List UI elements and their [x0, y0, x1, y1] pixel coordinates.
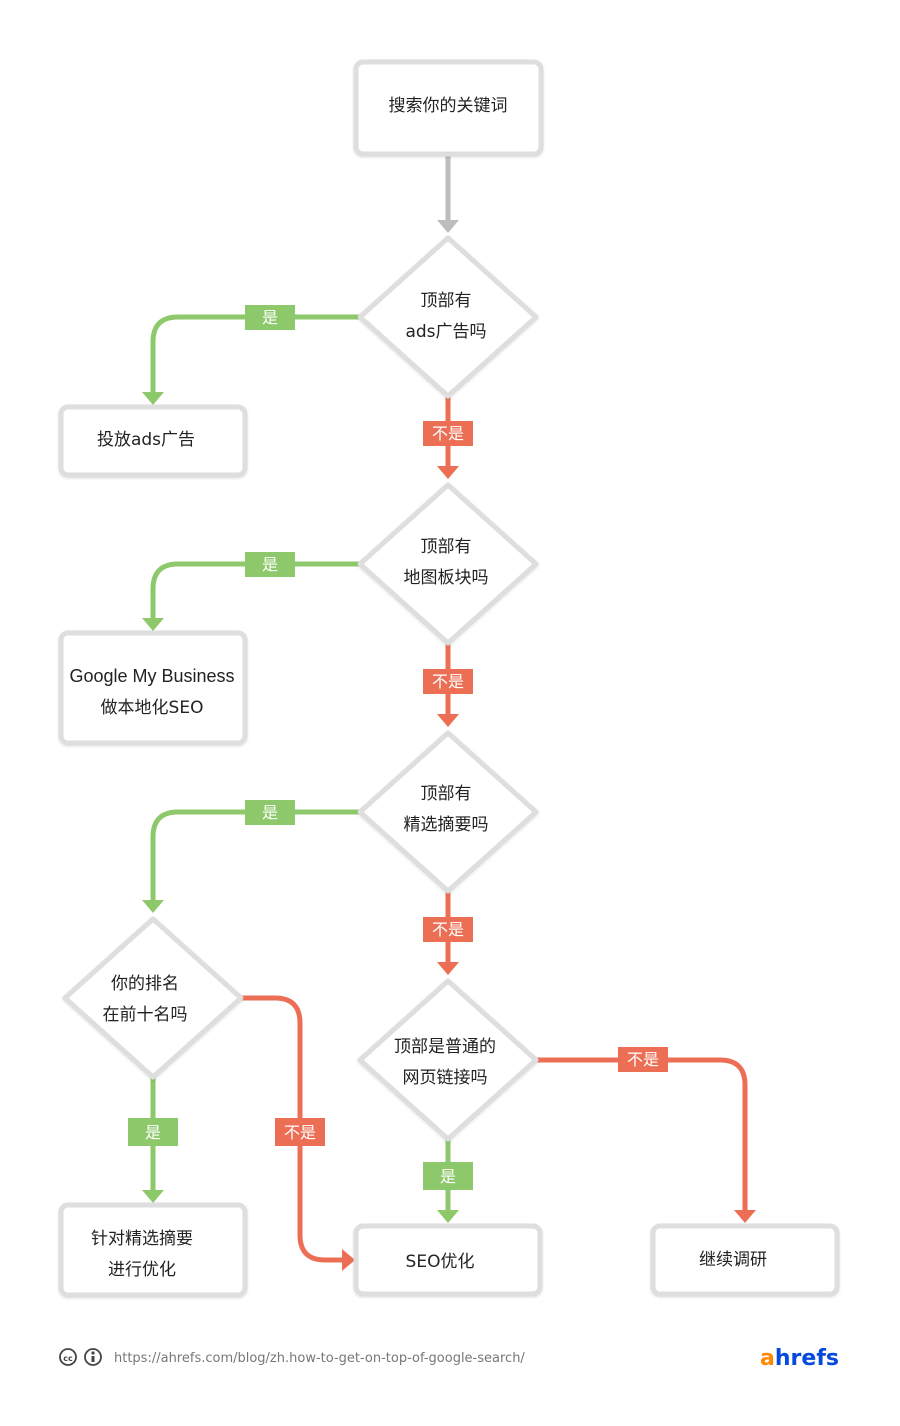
tag-label: 是 [262, 555, 278, 574]
node-label: 顶部是普通的 [394, 1037, 496, 1057]
decision-q2: 顶部有 地图板块吗 [357, 482, 539, 646]
node-research: 继续调研 [650, 1223, 840, 1297]
tag-label: 不是 [627, 1050, 659, 1069]
node-label: ads广告吗 [405, 322, 486, 342]
tag-q5-no: 不是 [618, 1047, 668, 1072]
node-seo: SEO优化 [353, 1223, 543, 1297]
source-url[interactable]: https://ahrefs.com/blog/zh.how-to-get-on… [114, 1351, 525, 1366]
tag-q1-no: 不是 [423, 421, 473, 446]
node-label: 顶部有 [421, 537, 472, 557]
tag-label: 是 [440, 1167, 456, 1186]
node-label: 进行优化 [108, 1260, 176, 1280]
tag-q2-no: 不是 [423, 669, 473, 694]
tag-label: 是 [145, 1123, 161, 1142]
node-label: 你的排名 [111, 974, 179, 994]
node-label: 针对精选摘要 [91, 1229, 193, 1249]
node-label: Google My Business [69, 666, 234, 686]
tag-q5-yes: 是 [423, 1162, 473, 1190]
node-label: SEO优化 [406, 1252, 475, 1272]
decision-q1: 顶部有 ads广告吗 [357, 235, 539, 399]
tag-q3-yes: 是 [245, 800, 295, 825]
node-label: 地图板块吗 [404, 568, 489, 588]
node-gmb: Google My Business 做本地化SEO [58, 630, 248, 746]
node-start: 搜索你的关键词 [353, 59, 544, 157]
node-label: 继续调研 [699, 1250, 767, 1270]
tag-label: 不是 [284, 1123, 316, 1142]
decision-q4: 你的排名 在前十名吗 [62, 916, 244, 1080]
decision-q3: 顶部有 精选摘要吗 [357, 730, 539, 894]
tag-q1-yes: 是 [245, 305, 295, 330]
decision-q5: 顶部是普通的 网页链接吗 [357, 978, 539, 1142]
connector-q5-no [532, 1057, 756, 1223]
node-ads: 投放ads广告 [58, 404, 248, 478]
node-label: 在前十名吗 [103, 1005, 188, 1025]
connector-q3-yes [142, 809, 366, 913]
node-label: 网页链接吗 [403, 1068, 488, 1088]
tag-q4-yes: 是 [128, 1118, 178, 1146]
tag-label: 是 [262, 308, 278, 327]
tag-label: 是 [262, 803, 278, 822]
connector-start-q1 [437, 150, 459, 233]
tag-label: 不是 [432, 672, 464, 691]
node-snippet: 针对精选摘要 进行优化 [58, 1202, 248, 1298]
node-label: 投放ads广告 [97, 430, 195, 450]
tag-q4-no: 不是 [275, 1118, 325, 1146]
node-label: 做本地化SEO [101, 698, 204, 718]
tag-q3-no: 不是 [423, 917, 473, 942]
connector-q1-yes [142, 314, 366, 405]
tag-label: 不是 [432, 920, 464, 939]
node-label: 搜索你的关键词 [389, 96, 508, 116]
cc-icon: cc [59, 1348, 77, 1366]
svg-text:cc: cc [63, 1354, 73, 1363]
node-label: 精选摘要吗 [404, 815, 489, 835]
node-label: 顶部有 [421, 291, 472, 311]
node-label: 顶部有 [421, 784, 472, 804]
ahrefs-logo: ahrefs [760, 1346, 839, 1371]
attribution-icon [84, 1348, 102, 1366]
connector-q2-yes [142, 561, 366, 631]
tag-label: 不是 [432, 424, 464, 443]
tag-q2-yes: 是 [245, 552, 295, 577]
